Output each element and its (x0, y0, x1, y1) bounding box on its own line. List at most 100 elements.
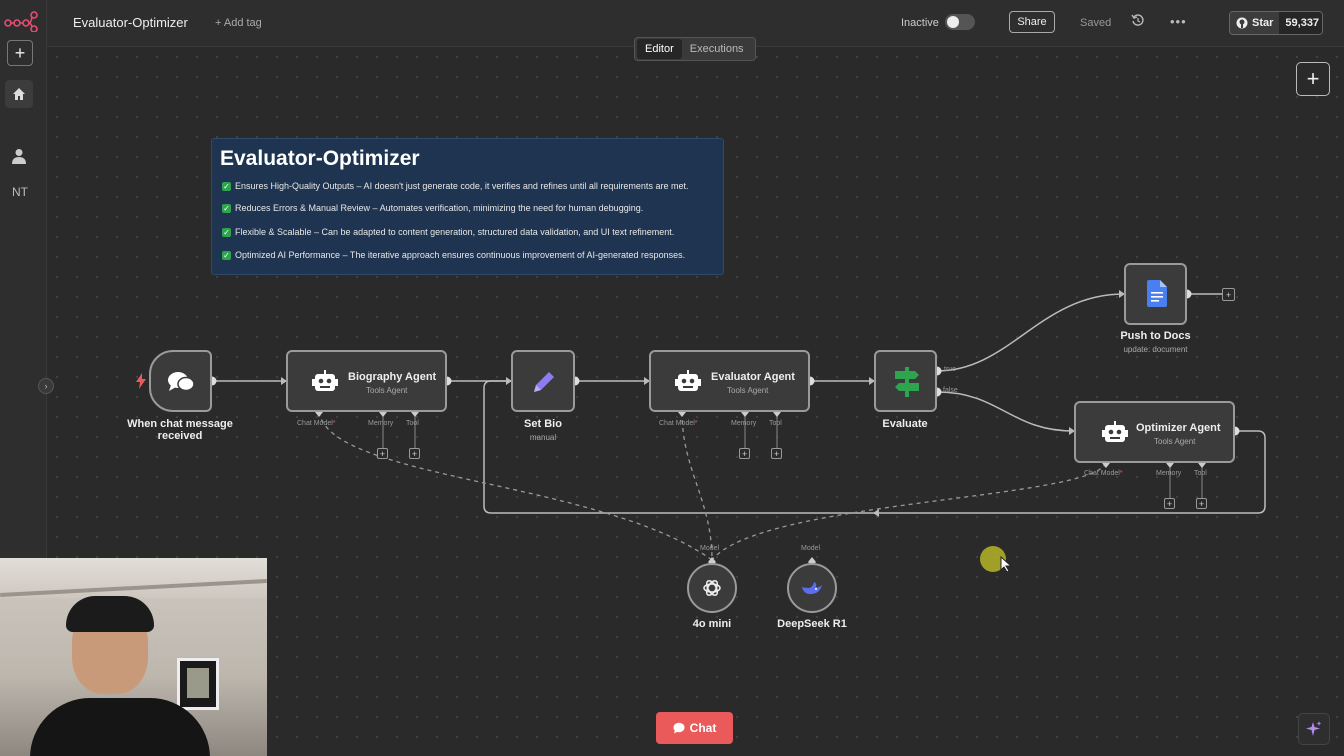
github-star: Star (1230, 12, 1280, 34)
active-status-label: Inactive (901, 17, 939, 29)
add-memory-button[interactable]: + (1164, 498, 1175, 509)
port-label-chat-model: Chat Model* (1084, 470, 1123, 477)
add-tag-button[interactable]: + Add tag (215, 17, 262, 29)
port-label-chat-model: Chat Model* (297, 420, 336, 427)
evaluate-label: Evaluate (882, 418, 928, 430)
set-bio-sublabel: manual (529, 433, 557, 442)
workflow-title[interactable]: Evaluator-Optimizer (73, 15, 188, 30)
checkbox-icon: ✓ (222, 203, 231, 213)
wire-true-docs (936, 293, 1125, 372)
port-label-tool: Tool (406, 420, 419, 427)
trigger-bolt-icon (136, 373, 146, 394)
model-port-label: Model (801, 545, 821, 552)
model-link-optimizer (711, 462, 1107, 561)
wire-false-optimizer (936, 391, 1075, 432)
port-label-chat-model: Chat Model* (659, 420, 698, 427)
openai-icon (703, 580, 721, 596)
add-memory-button[interactable]: + (377, 448, 388, 459)
n8n-logo-icon[interactable] (4, 10, 38, 32)
push-to-docs-node[interactable] (1124, 263, 1187, 325)
active-toggle[interactable] (945, 14, 975, 30)
framed-picture (177, 658, 219, 710)
add-tool-button[interactable]: + (409, 448, 420, 459)
evaluator-agent-node[interactable]: Evaluator Agent Tools Agent (649, 350, 810, 412)
chat-bubbles-icon (168, 372, 195, 392)
person-hair (66, 596, 154, 632)
tab-executions[interactable]: Executions (689, 43, 744, 55)
user-icon[interactable] (12, 148, 26, 169)
set-bio-node[interactable] (511, 350, 575, 412)
robot-icon (1102, 421, 1128, 442)
evaluator-agent-subtitle: Tools Agent (727, 386, 769, 395)
saved-status: Saved (1080, 17, 1112, 29)
signpost-icon (895, 367, 919, 397)
user-initials[interactable]: NT (12, 185, 28, 199)
openai-4o-mini-node[interactable] (687, 563, 737, 613)
chat-button-label: Chat (689, 721, 717, 735)
github-icon (1236, 17, 1248, 29)
checkbox-icon: ✓ (222, 227, 231, 237)
sticky-note[interactable]: Evaluator-Optimizer ✓Ensures High-Qualit… (211, 138, 724, 275)
add-memory-button[interactable]: + (739, 448, 750, 459)
mouse-pointer-icon (1000, 556, 1012, 573)
sparkle-icon (1306, 721, 1322, 736)
tab-editor[interactable]: Editor (637, 39, 682, 59)
biography-agent-subtitle: Tools Agent (366, 386, 408, 395)
note-title: Evaluator-Optimizer (220, 147, 420, 170)
false-branch-label: false (943, 387, 958, 394)
github-star-button[interactable]: Star 59,337 (1229, 11, 1323, 35)
add-workflow-button[interactable]: + (7, 40, 33, 66)
deepseek-r1-label: DeepSeek R1 (777, 618, 847, 630)
robot-icon (312, 370, 338, 391)
add-tool-button[interactable]: + (1196, 498, 1207, 509)
port-label-tool: Tool (769, 420, 782, 427)
evaluator-agent-title: Evaluator Agent (711, 371, 795, 383)
model-link-evaluator (681, 411, 713, 561)
openai-4o-mini-label: 4o mini (692, 618, 732, 630)
checkbox-icon: ✓ (222, 181, 231, 191)
trigger-node[interactable] (149, 350, 212, 412)
model-link-biography (318, 411, 713, 561)
share-button[interactable]: Share (1009, 11, 1055, 33)
optimizer-agent-node[interactable]: Optimizer Agent Tools Agent (1074, 401, 1235, 463)
port-label-memory: Memory (731, 420, 757, 427)
push-to-docs-sublabel: update: document (1123, 345, 1188, 354)
checkbox-icon: ✓ (222, 250, 231, 260)
expand-sidebar-icon[interactable]: › (38, 378, 54, 394)
view-tabs: Editor Executions (634, 37, 756, 61)
add-next-node-button[interactable]: + (1222, 288, 1235, 301)
note-item: ✓Ensures High-Quality Outputs – AI doesn… (222, 181, 689, 191)
optimizer-agent-title: Optimizer Agent (1136, 422, 1221, 434)
robot-icon (675, 370, 701, 391)
biography-agent-node[interactable]: Biography Agent Tools Agent (286, 350, 447, 412)
add-node-button[interactable]: + (1296, 62, 1330, 96)
webcam-overlay (0, 558, 267, 756)
home-icon[interactable] (5, 80, 33, 108)
note-item: ✓Flexible & Scalable – Can be adapted to… (222, 227, 675, 237)
chat-icon (673, 722, 685, 734)
github-star-label: Star (1252, 17, 1274, 29)
note-item: ✓Optimized AI Performance – The iterativ… (222, 250, 686, 260)
true-branch-label: true (944, 366, 957, 373)
set-bio-label: Set Bio (524, 418, 562, 430)
chat-button[interactable]: Chat (656, 712, 733, 744)
history-icon[interactable] (1131, 14, 1145, 33)
optimizer-agent-subtitle: Tools Agent (1154, 437, 1196, 446)
evaluate-node[interactable] (874, 350, 937, 412)
add-tool-button[interactable]: + (771, 448, 782, 459)
port-label-memory: Memory (368, 420, 394, 427)
push-to-docs-label: Push to Docs (1120, 330, 1191, 342)
ai-assistant-button[interactable] (1298, 713, 1330, 745)
github-star-count: 59,337 (1279, 12, 1322, 34)
more-options-icon[interactable]: ••• (1170, 14, 1187, 29)
port-label-tool: Tool (1194, 470, 1207, 477)
deepseek-r1-node[interactable] (787, 563, 837, 613)
pencil-icon (534, 372, 554, 392)
model-port-label: Model (700, 545, 720, 552)
port-label-memory: Memory (1156, 470, 1182, 477)
person-shirt (30, 698, 210, 756)
biography-agent-title: Biography Agent (348, 371, 437, 383)
google-docs-icon (1147, 280, 1167, 307)
note-item: ✓Reduces Errors & Manual Review – Automa… (222, 203, 644, 213)
